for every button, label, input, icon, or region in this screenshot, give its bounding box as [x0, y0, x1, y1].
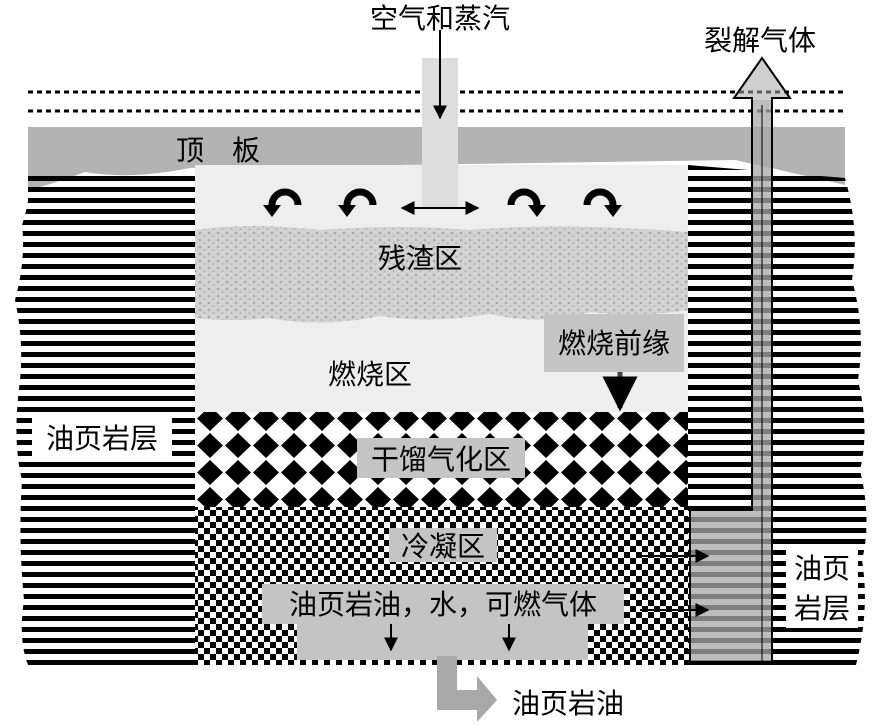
- label-oil-shale-right-1: 油页: [794, 552, 850, 585]
- retort-zone-label-box: [357, 438, 525, 478]
- combustion-front-box: [544, 314, 684, 372]
- right-label-box: [786, 548, 858, 628]
- collection-trough: [297, 620, 588, 660]
- products-label-box: [262, 584, 624, 624]
- label-roof: 顶 板: [176, 134, 260, 167]
- oil-shale-layer-label-box: [32, 416, 172, 458]
- flow-arrow-4: [583, 188, 622, 217]
- flow-arrow-3: [507, 188, 546, 217]
- flow-arrow-1: [263, 188, 302, 217]
- label-oil-shale-right-2: 岩层: [794, 592, 850, 625]
- cracked-gas-arrow: [689, 56, 792, 663]
- label-cracked-gas: 裂解气体: [704, 24, 816, 57]
- label-shale-oil: 油页岩油: [512, 687, 624, 720]
- label-combustion-front: 燃烧前缘: [558, 327, 670, 360]
- shale-oil-outlet: [437, 656, 497, 722]
- label-products: 油页岩油，水，可燃气体: [289, 588, 597, 621]
- flow-arrow-2: [338, 188, 377, 217]
- label-retort-zone: 干馏气化区: [371, 443, 511, 476]
- label-oil-shale-layer: 油页岩层: [46, 422, 158, 455]
- condensation-label-box: [389, 528, 497, 562]
- label-residue-zone: 残渣区: [378, 242, 462, 275]
- label-condensation-zone: 冷凝区: [401, 530, 485, 563]
- label-air-steam: 空气和蒸汽: [370, 2, 510, 35]
- label-combustion-zone: 燃烧区: [328, 358, 412, 391]
- residue-zone: [195, 226, 688, 323]
